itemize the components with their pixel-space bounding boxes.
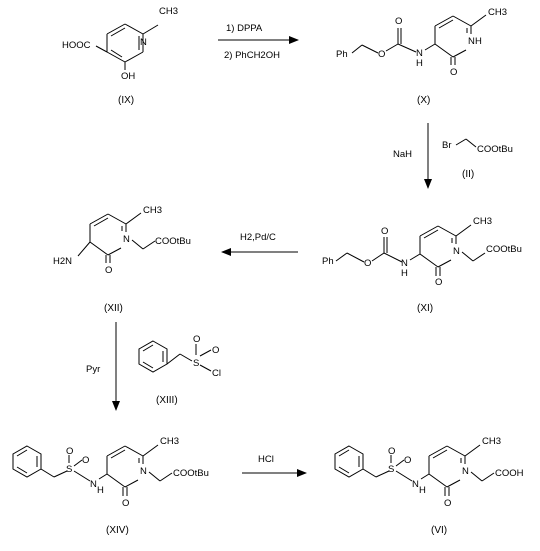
compound-vi-methyl: CH3 (482, 436, 501, 447)
compound-xii-oxo: O (105, 265, 112, 276)
compound-xiii-o1: O (193, 334, 200, 345)
compound-xiii: S O O Cl (XIII) (138, 334, 221, 406)
compound-ix-acid: HOOC (62, 40, 91, 51)
compound-xiv-nh-h: H (97, 485, 104, 496)
compound-ii-br: Br (442, 140, 452, 151)
compound-x-carbonyl-o: O (395, 16, 402, 27)
compound-xi-ph: Ph (322, 256, 334, 267)
compound-xii-bonds (77, 212, 156, 263)
compound-x-oxo: O (450, 67, 457, 78)
compound-x-ring-h: H (475, 36, 482, 47)
reagent-step4: Pyr (86, 364, 100, 375)
compound-x: Ph O O N H N H O CH3 (X) (336, 7, 507, 106)
compound-x-ring-n: N (468, 36, 475, 47)
compound-xii-ester: COOtBu (155, 236, 191, 247)
compound-xi-methyl: CH3 (473, 216, 492, 227)
compound-xi-nh-h: H (401, 268, 408, 279)
compound-xiv-bonds (12, 444, 173, 496)
compound-xiv: S O O N H N O CH3 COOtBu (XIV) (12, 436, 209, 536)
compound-xi-label: (XI) (417, 303, 433, 314)
compound-vi-bonds (334, 444, 495, 496)
compound-x-ph: Ph (336, 49, 348, 60)
compound-x-label: (X) (417, 95, 430, 106)
compound-ix-hydroxy: OH (121, 71, 135, 82)
compound-xiv-o2: O (82, 455, 89, 466)
compound-ii-label: (II) (462, 169, 474, 180)
compound-xiii-bonds (138, 340, 212, 373)
compound-xi-ester: COOtBu (486, 244, 522, 255)
compound-vi-o2: O (404, 455, 411, 466)
compound-xiv-label: (XIV) (106, 525, 129, 536)
reagent-step1-b: 2) PhCH2OH (224, 50, 280, 61)
reagent-step2: NaH (393, 149, 412, 160)
compound-vi-ring-n: N (462, 466, 469, 477)
compound-xiii-s: S (193, 358, 199, 369)
compound-ix-label: (IX) (118, 95, 134, 106)
compound-xii: CH3 N COOtBu H2N O (XII) (53, 205, 191, 314)
compound-xii-ring-n: N (123, 234, 130, 245)
compound-xi-ester-o: O (364, 258, 371, 269)
reagent-step3: H2,Pd/C (240, 232, 276, 243)
compound-xi-bonds (335, 224, 486, 276)
compound-ii-ester: COOtBu (477, 144, 513, 155)
compound-xiii-o2: O (212, 345, 219, 356)
compound-ii-bond-b (465, 138, 477, 148)
reagent-step5: HCl (258, 454, 274, 465)
compound-xiv-o1: O (66, 446, 73, 457)
compound-vi: S O O N H N O CH3 COOH (VI) (334, 436, 524, 536)
compound-ix-ring-n: N (140, 37, 147, 48)
compound-vi-acid: COOH (495, 468, 524, 479)
compound-xiii-cl: Cl (212, 368, 221, 379)
compound-ii: Br COOtBu (II) (442, 138, 513, 180)
compound-xiv-methyl: CH3 (160, 436, 179, 447)
compound-vi-o1: O (388, 446, 395, 457)
compound-xii-methyl: CH3 (143, 205, 162, 216)
compound-xiv-oxo: O (122, 498, 129, 509)
compound-xiv-ester: COOtBu (173, 468, 209, 479)
compound-xi-nh-n: N (401, 258, 408, 269)
compound-xi: Ph O O N H N O CH3 COOtBu (XI) (322, 216, 522, 314)
compound-xii-label: (XII) (104, 303, 123, 314)
compound-vi-nh-n: N (412, 479, 419, 490)
compound-xiv-ring-n: N (140, 466, 147, 477)
compound-xi-carbonyl-o: O (381, 226, 388, 237)
compound-ix-bonds (95, 23, 159, 70)
compound-xii-amine: H2N (53, 256, 72, 267)
compound-x-bonds (351, 14, 487, 65)
compound-x-ester-o: O (378, 49, 385, 60)
reagent-step1-a: 1) DPPA (226, 23, 263, 34)
compound-x-nh-h: H (416, 58, 423, 69)
compound-x-nh-n: N (416, 48, 423, 59)
compound-vi-label: (VI) (431, 525, 447, 536)
compound-ix: CH3 N HOOC OH (IX) (62, 6, 178, 106)
compound-xiv-s: S (66, 464, 72, 475)
compound-xi-oxo: O (435, 277, 442, 288)
compound-x-methyl: CH3 (488, 7, 507, 18)
compound-xi-ring-n: N (453, 246, 460, 257)
compound-xiii-label: (XIII) (156, 395, 178, 406)
compound-ix-methyl: CH3 (159, 6, 178, 17)
compound-vi-nh-h: H (419, 485, 426, 496)
compound-vi-s: S (388, 464, 394, 475)
compound-vi-oxo: O (444, 498, 451, 509)
compound-ii-bond-a (455, 138, 467, 146)
compound-xiv-nh-n: N (90, 479, 97, 490)
